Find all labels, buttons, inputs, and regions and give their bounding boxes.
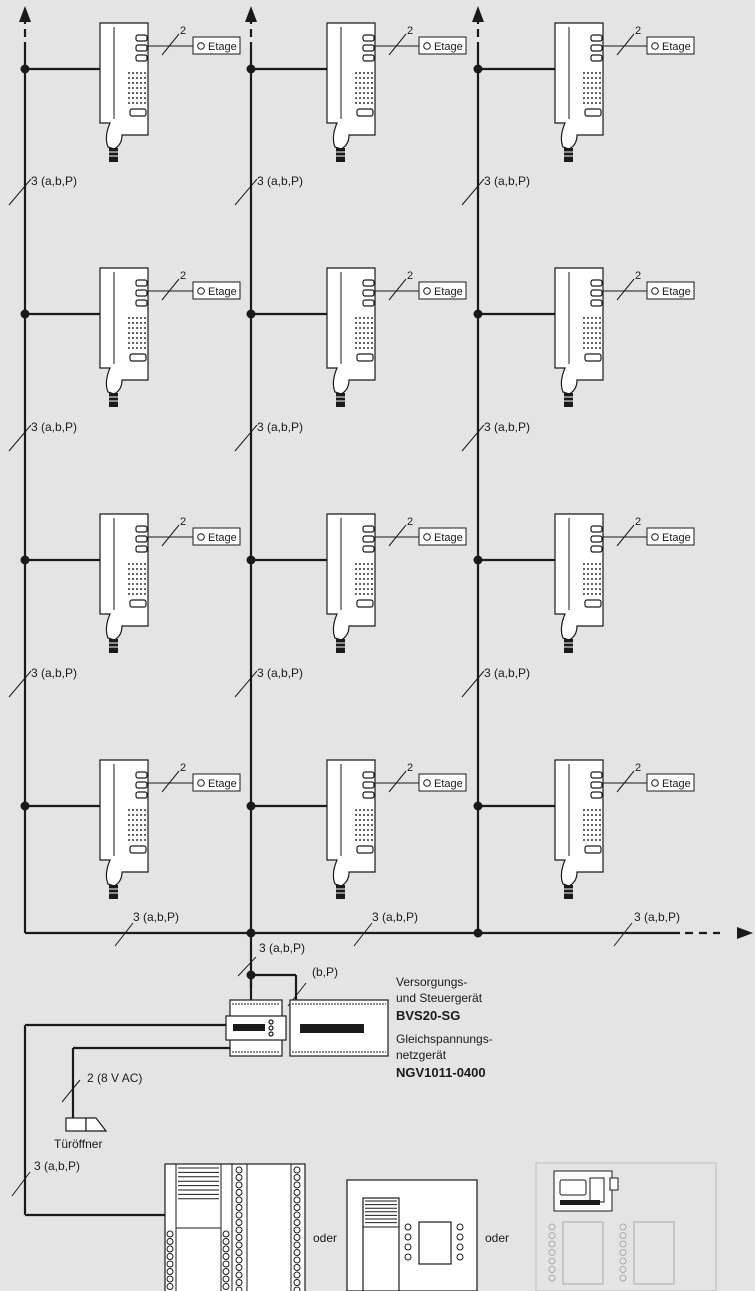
- cable-label-column: 3 (a,b,P): [31, 666, 77, 680]
- etage-label: Etage: [662, 286, 691, 298]
- riser-arrows: [19, 6, 484, 50]
- cable-ticks: 3 (a,b,P) 3 (a,b,P) 3 (a,b,P) 3 (a,b,P) 3 (a…: [8, 174, 530, 698]
- indoor-station-icon: [554, 22, 604, 163]
- etage-label: Etage: [434, 286, 463, 298]
- etage-label: Etage: [662, 778, 691, 790]
- cable-label-column: 3 (a,b,P): [484, 420, 530, 434]
- wire-count-label: 2: [180, 516, 186, 528]
- indoor-station-icon: [554, 513, 604, 654]
- supply-unit-line1: Versorgungs-: [396, 975, 467, 989]
- cable-label-bottom-1: 3 (a,b,P): [133, 910, 179, 924]
- cable-label-feed: 3 (a,b,P): [259, 941, 305, 955]
- wire-count-label: 2: [407, 25, 413, 37]
- etage-label: Etage: [434, 778, 463, 790]
- indoor-station-icon: [326, 513, 376, 654]
- cable-label-column: 3 (a,b,P): [257, 666, 303, 680]
- bottom-bus-labels: 3 (a,b,P) 3 (a,b,P) 3 (a,b,P): [114, 910, 680, 947]
- indoor-station-icon: [99, 267, 149, 408]
- or-label-1: oder: [313, 1231, 337, 1245]
- wire-count-label: 2: [407, 762, 413, 774]
- cable-tick: 3 (a,b,P): [234, 174, 303, 206]
- bus-arrow-icon: [737, 927, 753, 939]
- power-unit: [289, 999, 389, 1057]
- door-station-panel-1: [164, 1163, 306, 1291]
- cable-label-panel: 3 (a,b,P): [34, 1159, 80, 1173]
- indoor-station-icon: [99, 513, 149, 654]
- cable-label-bottom-3: 3 (a,b,P): [634, 910, 680, 924]
- device-labels: Versorgungs- und Steuergerät BVS20-SG Gl…: [396, 975, 493, 1080]
- wire-count-label: 2: [180, 270, 186, 282]
- cable-label-column: 3 (a,b,P): [484, 666, 530, 680]
- cable-label-column: 3 (a,b,P): [31, 420, 77, 434]
- cable-label-door: 2 (8 V AC): [87, 1071, 142, 1085]
- door-opener-label: Türöffner: [54, 1137, 102, 1151]
- indoor-station-icon: [554, 759, 604, 900]
- indoor-station-icon: [326, 267, 376, 408]
- etage-label: Etage: [208, 286, 237, 298]
- door-opener-icon: [65, 1117, 87, 1132]
- etage-label: Etage: [662, 532, 691, 544]
- indoor-station-icon: [554, 267, 604, 408]
- cable-tick: 3 (a,b,P): [234, 420, 303, 452]
- wire-count-label: 2: [407, 270, 413, 282]
- apartment-stations: 2Etage2Etage2Etage2Etage2Etage2Etage2Eta…: [20, 22, 695, 900]
- indoor-station-icon: [99, 759, 149, 900]
- control-unit: [225, 999, 287, 1057]
- etage-label: Etage: [434, 41, 463, 53]
- cable-label-bottom-2: 3 (a,b,P): [372, 910, 418, 924]
- etage-label: Etage: [662, 41, 691, 53]
- cable-label-column: 3 (a,b,P): [257, 174, 303, 188]
- power-unit-line1: Gleichspannungs-: [396, 1032, 493, 1046]
- etage-label: Etage: [208, 41, 237, 53]
- door-station-panel-2: [346, 1179, 478, 1291]
- or-label-2: oder: [485, 1231, 509, 1245]
- power-unit-model: NGV1011-0400: [396, 1065, 486, 1080]
- cable-label-column: 3 (a,b,P): [484, 174, 530, 188]
- cable-label-column: 3 (a,b,P): [257, 420, 303, 434]
- power-unit-line2: netzgerät: [396, 1048, 447, 1062]
- cable-tick: 3 (a,b,P): [8, 666, 77, 698]
- wire-count-label: 2: [635, 270, 641, 282]
- cable-tick: 3 (a,b,P): [461, 420, 530, 452]
- wire-count-label: 2: [407, 516, 413, 528]
- etage-label: Etage: [208, 778, 237, 790]
- cable-tick: 3 (a,b,P): [234, 666, 303, 698]
- wire-count-label: 2: [635, 25, 641, 37]
- cable-tick: 3 (a,b,P): [8, 420, 77, 452]
- wire-count-label: 2: [635, 516, 641, 528]
- cable-tick: 3 (a,b,P): [461, 666, 530, 698]
- indoor-station-icon: [326, 22, 376, 163]
- cable-label-column: 3 (a,b,P): [31, 174, 77, 188]
- indoor-station-icon: [99, 22, 149, 163]
- wire-count-label: 2: [180, 762, 186, 774]
- cable-tick: 3 (a,b,P): [461, 174, 530, 206]
- wire-count-label: 2: [180, 25, 186, 37]
- supply-unit-model: BVS20-SG: [396, 1008, 460, 1023]
- cable-label-bp: (b,P): [312, 965, 338, 979]
- wire-count-label: 2: [635, 762, 641, 774]
- supply-unit-line2: und Steuergerät: [396, 991, 483, 1005]
- bus-lines: [23, 50, 753, 988]
- indoor-station-icon: [326, 759, 376, 900]
- etage-label: Etage: [208, 532, 237, 544]
- feed-wiring: 3 (a,b,P) (b,P) 2 (8 V AC) 3 (a,b,P): [11, 941, 338, 1217]
- etage-label: Etage: [434, 532, 463, 544]
- door-opener: Türöffner: [54, 1117, 108, 1151]
- door-station-module: [535, 1162, 717, 1291]
- cable-tick: 3 (a,b,P): [8, 174, 77, 206]
